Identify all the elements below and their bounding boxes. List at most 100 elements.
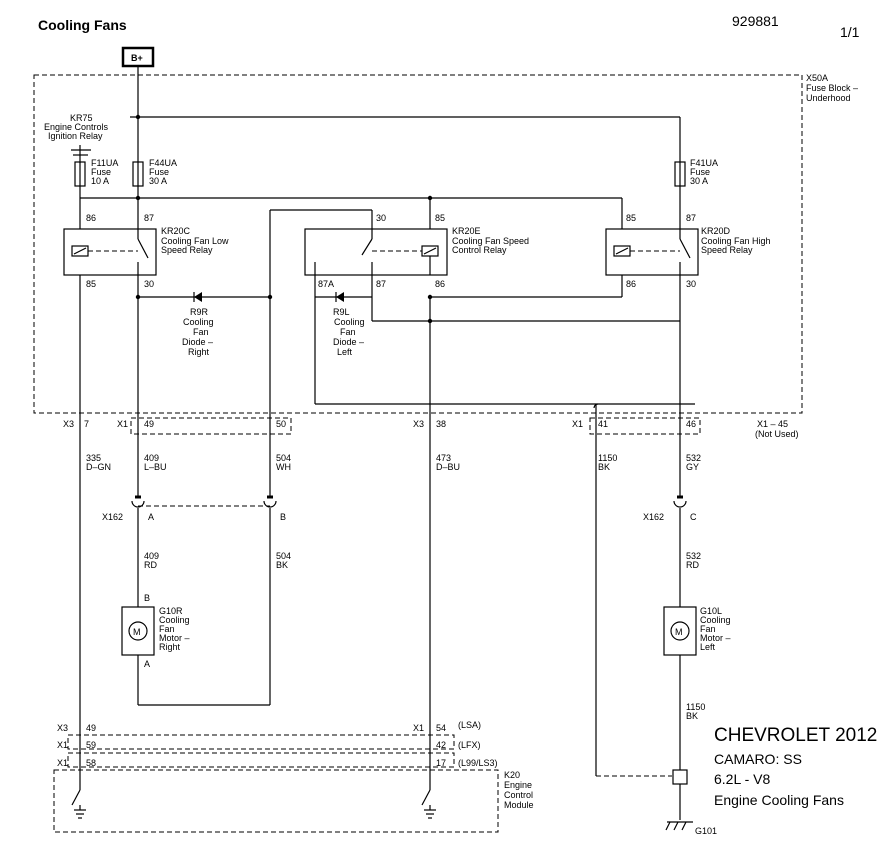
vehicle-engine: 6.2L - V8 [714, 771, 771, 787]
svg-text:Control: Control [504, 790, 533, 800]
svg-text:Diode –: Diode – [182, 337, 213, 347]
svg-text:B: B [280, 512, 286, 522]
svg-text:42: 42 [436, 740, 446, 750]
battery-label: B+ [131, 53, 143, 63]
svg-text:Fan: Fan [700, 624, 716, 634]
power-wires [79, 66, 681, 229]
svg-text:1150: 1150 [598, 453, 617, 463]
svg-text:Diode –: Diode – [333, 337, 364, 347]
svg-text:GY: GY [686, 462, 699, 472]
vehicle-make: CHEVROLET 2012 [714, 725, 877, 746]
svg-text:38: 38 [436, 419, 446, 429]
svg-text:Fuse: Fuse [690, 167, 710, 177]
svg-text:(L99/LS3): (L99/LS3) [458, 758, 498, 768]
svg-text:Cooling Fan Low: Cooling Fan Low [161, 236, 229, 246]
svg-text:49: 49 [86, 723, 96, 733]
svg-text:30: 30 [686, 279, 696, 289]
doc-number: 929881 [732, 13, 779, 29]
svg-text:X1: X1 [413, 723, 424, 733]
diode-r9l: R9L Cooling Fan Diode – Left [333, 292, 365, 357]
fuse-f11ua: F11UA Fuse 10 A [74, 158, 118, 187]
svg-text:X1: X1 [57, 740, 68, 750]
svg-text:(LFX): (LFX) [458, 740, 481, 750]
x1-45-note: X1 – 45 (Not Used) [755, 419, 799, 439]
svg-text:F41UA: F41UA [690, 158, 718, 168]
svg-text:86: 86 [435, 279, 445, 289]
svg-text:Underhood: Underhood [806, 93, 851, 103]
svg-text:X1 – 45: X1 – 45 [757, 419, 788, 429]
svg-text:409: 409 [144, 551, 159, 561]
svg-text:(Not Used): (Not Used) [755, 429, 799, 439]
svg-text:335: 335 [86, 453, 101, 463]
svg-text:X3: X3 [57, 723, 68, 733]
svg-text:K20: K20 [504, 770, 520, 780]
svg-text:F11UA: F11UA [91, 158, 118, 168]
svg-text:86: 86 [626, 279, 636, 289]
fuse-f41ua: F41UA Fuse 30 A [674, 158, 718, 187]
wire-labels-upper: 335 D–GN 409 L–BU 504 WH 473 D–BU 1150 B… [86, 453, 701, 472]
svg-text:G10R: G10R [159, 606, 183, 616]
svg-text:Module: Module [504, 800, 534, 810]
relay-wires [138, 209, 695, 420]
svg-text:KR20E: KR20E [452, 226, 481, 236]
svg-text:RD: RD [144, 560, 157, 570]
svg-text:Cooling: Cooling [334, 317, 365, 327]
svg-text:87: 87 [686, 213, 696, 223]
svg-text:Fan: Fan [159, 624, 175, 634]
svg-text:C: C [690, 512, 697, 522]
svg-text:R9R: R9R [190, 307, 209, 317]
svg-text:Fan: Fan [340, 327, 356, 337]
svg-text:A: A [148, 512, 154, 522]
svg-text:A: A [144, 659, 150, 669]
svg-text:Left: Left [337, 347, 353, 357]
svg-text:532: 532 [686, 551, 701, 561]
svg-text:30 A: 30 A [690, 176, 708, 186]
svg-text:X3: X3 [63, 419, 74, 429]
svg-text:BK: BK [686, 711, 698, 721]
svg-text:85: 85 [86, 279, 96, 289]
svg-text:M: M [133, 627, 141, 637]
x1-connector-right [589, 417, 701, 435]
svg-text:49: 49 [144, 419, 154, 429]
svg-text:532: 532 [686, 453, 701, 463]
svg-text:Motor –: Motor – [159, 633, 190, 643]
svg-text:87: 87 [144, 213, 154, 223]
svg-text:D–BU: D–BU [436, 462, 460, 472]
ignition-relay-label: KR75 Engine Controls Ignition Relay [44, 113, 109, 141]
svg-text:Fan: Fan [193, 327, 209, 337]
svg-text:59: 59 [86, 740, 96, 750]
svg-text:Speed Relay: Speed Relay [701, 245, 753, 255]
svg-text:504: 504 [276, 453, 291, 463]
svg-text:Speed Relay: Speed Relay [161, 245, 213, 255]
svg-text:54: 54 [436, 723, 446, 733]
svg-text:Fuse: Fuse [149, 167, 169, 177]
ecm-connectors: X3 49 X1 54 (LSA) X1 59 42 (LFX) X1 58 1… [57, 720, 498, 768]
svg-text:BK: BK [598, 462, 610, 472]
svg-text:BK: BK [276, 560, 288, 570]
x162-connector: X162 A B X162 C [102, 495, 697, 522]
svg-text:46: 46 [686, 419, 696, 429]
svg-text:Left: Left [700, 642, 716, 652]
svg-text:X1: X1 [57, 758, 68, 768]
svg-text:Ignition Relay: Ignition Relay [48, 131, 103, 141]
svg-text:85: 85 [435, 213, 445, 223]
svg-text:30 A: 30 A [149, 176, 167, 186]
svg-text:87: 87 [376, 279, 386, 289]
svg-text:WH: WH [276, 462, 291, 472]
ecm-ground-icons [71, 789, 436, 819]
ground-label: G101 [695, 826, 717, 836]
svg-text:F44UA: F44UA [149, 158, 177, 168]
svg-text:X50A: X50A [806, 73, 828, 83]
svg-text:1150: 1150 [686, 702, 705, 712]
svg-text:473: 473 [436, 453, 451, 463]
svg-text:Cooling Fan Speed: Cooling Fan Speed [452, 236, 529, 246]
ground-g101-icon [665, 769, 693, 831]
svg-text:X162: X162 [643, 512, 664, 522]
svg-text:G10L: G10L [700, 606, 722, 616]
svg-text:B: B [144, 593, 150, 603]
svg-text:X3: X3 [413, 419, 424, 429]
fuse-block-label: X50A Fuse Block – Underhood [806, 73, 858, 103]
ignition-relay-symbol [71, 145, 91, 163]
relay-kr20d: KR20D Cooling Fan High Speed Relay 85 87… [605, 213, 771, 289]
